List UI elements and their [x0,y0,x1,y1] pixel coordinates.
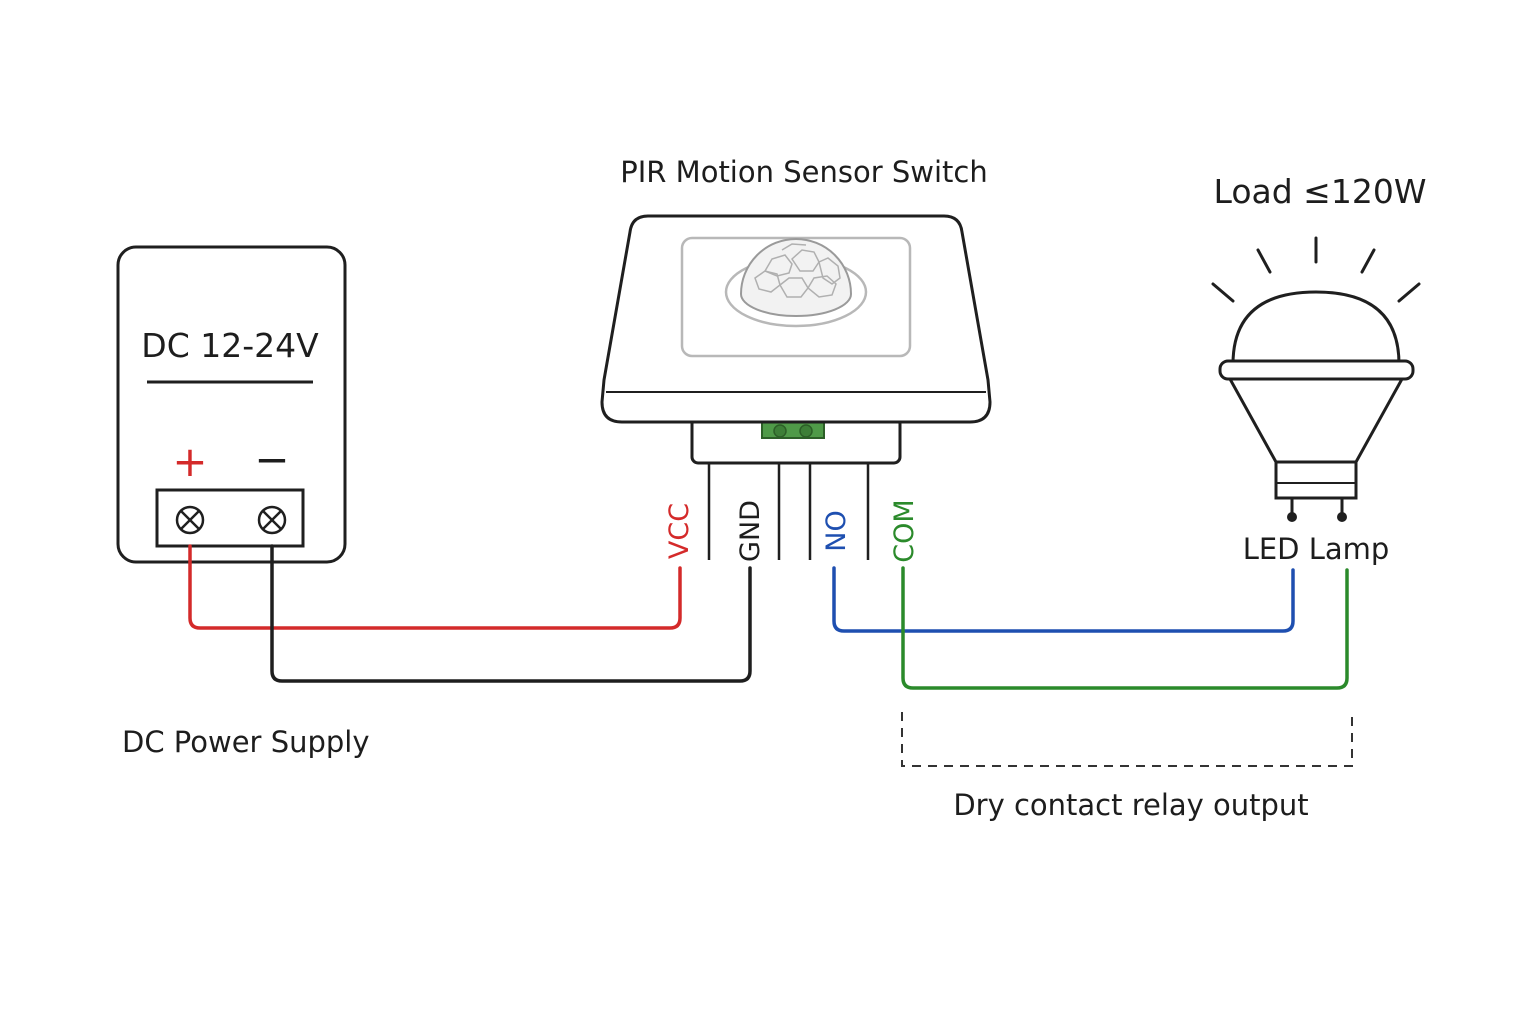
pir-dome-lens-icon [739,238,853,317]
relay-output-caption: Dry contact relay output [953,788,1308,822]
pin-label-com: COM [889,499,920,562]
pin-label-gnd: GND [735,500,766,562]
pin-label-vcc: VCC [664,503,695,559]
power-voltage-label: DC 12-24V [141,326,319,365]
sensor-title: PIR Motion Sensor Switch [620,155,987,189]
com-wire [901,566,1349,690]
pir-sensor-switch [600,214,992,560]
pin-label-no: NO [821,510,852,551]
dc-power-supply: DC 12-24V + − [116,245,347,564]
screw-terminal-icon [175,505,205,535]
led-bulb-icon [1211,236,1421,522]
minus-terminal-sign: − [254,435,289,484]
gnd-wire [270,544,752,683]
power-supply-body [116,245,347,564]
no-wire [832,566,1295,633]
lamp-label: LED Lamp [1243,532,1390,566]
plus-terminal-sign: + [172,437,207,486]
relay-output-bracket [901,712,1353,767]
load-label: Load ≤120W [1214,172,1427,211]
vcc-wire [188,544,682,630]
screw-terminal-icon [257,505,287,535]
power-supply-caption: DC Power Supply [122,725,370,759]
